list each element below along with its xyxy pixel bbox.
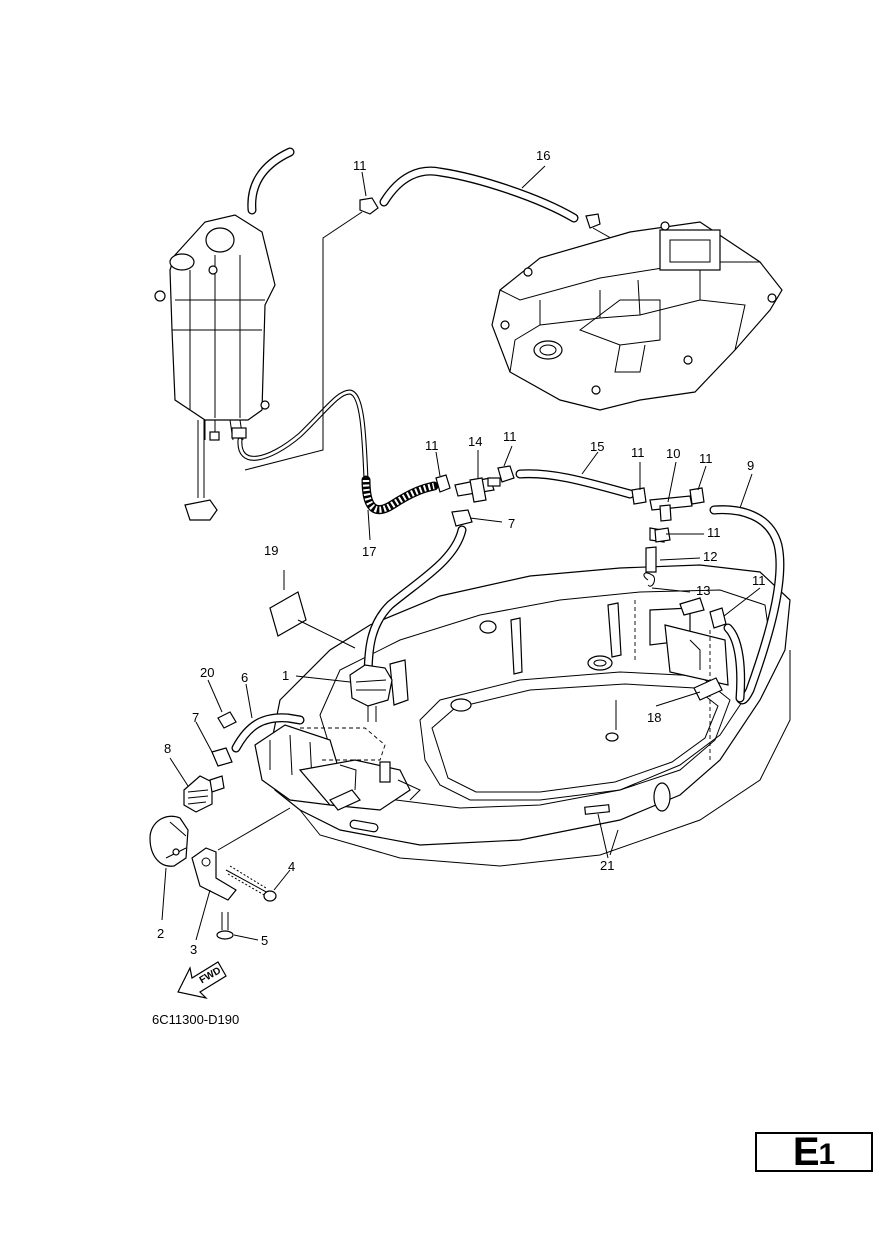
page-badge-number: 1 — [818, 1138, 836, 1171]
leader-line — [244, 211, 363, 471]
joint-12-13 — [643, 527, 671, 587]
hose-9 — [709, 505, 785, 705]
decal-18 — [693, 677, 723, 701]
hose-to-grommet — [363, 509, 473, 685]
callout-leaders — [161, 165, 761, 941]
callout-6: 6 — [241, 670, 248, 685]
callout-11: 11 — [752, 573, 766, 588]
clip-7 — [211, 747, 233, 767]
callout-8: 8 — [164, 741, 171, 756]
callout-7: 7 — [192, 710, 199, 725]
screw-5 — [216, 912, 234, 940]
callout-19: 19 — [264, 543, 278, 558]
leader-line — [217, 807, 291, 851]
hose-17 — [361, 475, 439, 515]
callout-11: 11 — [707, 525, 721, 540]
upper-casing-bracket — [491, 221, 783, 411]
joint-14 — [454, 477, 501, 503]
grommet-1 — [349, 664, 393, 722]
callout-13: 13 — [696, 583, 710, 598]
elbow-2 — [149, 815, 189, 867]
callout-16: 16 — [536, 148, 550, 163]
callout-9: 9 — [747, 458, 754, 473]
callout-11: 11 — [631, 445, 645, 460]
callout-11: 11 — [425, 438, 439, 453]
hose-6 — [231, 713, 305, 753]
callout-2: 2 — [157, 926, 164, 941]
callout-21: 21 — [600, 858, 614, 873]
callout-5: 5 — [261, 933, 268, 948]
callout-11: 11 — [503, 429, 517, 444]
callout-4: 4 — [288, 859, 295, 874]
callout-20: 20 — [200, 665, 214, 680]
callout-10: 10 — [666, 446, 680, 461]
page-badge-letter: E — [792, 1130, 820, 1174]
callout-11: 11 — [353, 158, 367, 173]
callout-1: 1 — [282, 668, 289, 683]
bottom-cowling — [254, 564, 791, 867]
fuel-pump-assembly — [154, 147, 369, 521]
screw-4 — [225, 865, 277, 902]
callout-numbers: 16 11 11 14 11 15 11 10 11 9 7 11 12 13 … — [157, 148, 766, 957]
decal-19 — [269, 591, 307, 637]
callout-12: 12 — [703, 549, 717, 564]
decal-20 — [217, 711, 237, 729]
callout-17: 17 — [362, 544, 376, 559]
callout-15: 15 — [590, 439, 604, 454]
callout-11: 11 — [699, 451, 713, 466]
connector-8 — [183, 775, 225, 813]
callout-14: 14 — [468, 434, 482, 449]
drawing-code: 6C11300-D190 — [152, 1012, 239, 1027]
callout-3: 3 — [190, 942, 197, 957]
hose-15 — [435, 465, 705, 505]
fwd-arrow-icon: FWD — [177, 961, 227, 1000]
bracket-3 — [191, 847, 237, 901]
callout-7: 7 — [508, 516, 515, 531]
page-badge: E 1 — [755, 1132, 873, 1172]
callout-18: 18 — [647, 710, 661, 725]
hose-16 — [359, 166, 601, 229]
